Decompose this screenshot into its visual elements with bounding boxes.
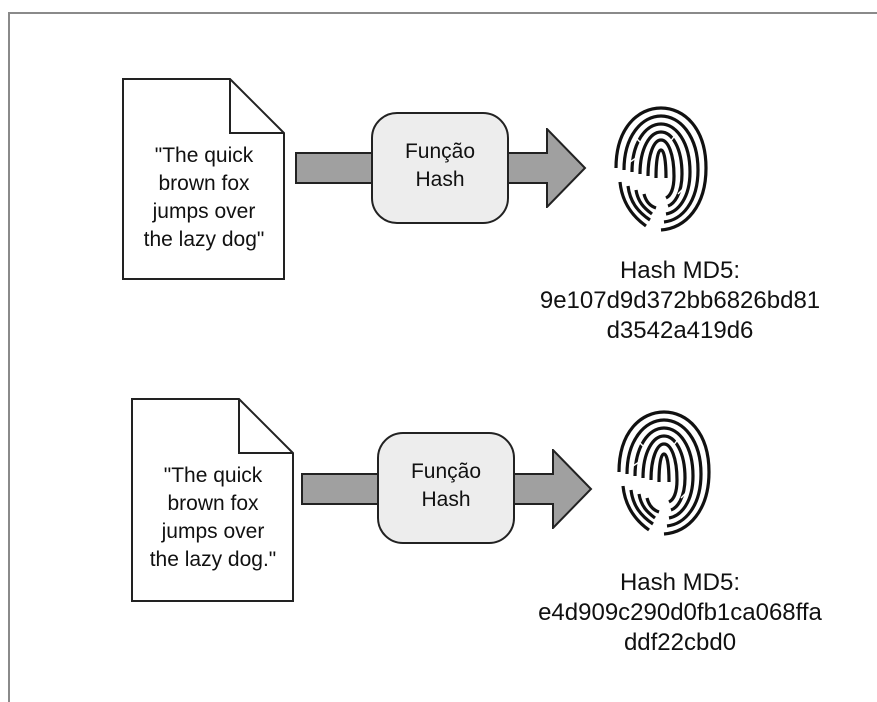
input-text: "The quick brown fox jumps over the lazy… [143,144,265,251]
hash-value-line-1: e4d909c290d0fb1ca068ffa [538,599,822,626]
frame-left-border [8,12,10,702]
hash-value-line-2: ddf22cbd0 [623,629,737,656]
hash-function-box: Função Hash [371,112,509,224]
hash-value-line-2: d3542a419d6 [606,317,754,344]
hash-function-label: Função Hash [410,460,482,511]
hash-result: Hash MD5: 9e107d9d372bb6826bd81 d3542a41… [500,256,860,346]
fingerprint-icon [614,106,708,232]
frame-top-border [8,12,877,14]
input-text: "The quick brown fox jumps over the lazy… [149,464,277,571]
hash-function-box: Função Hash [377,432,515,544]
hash-label: Hash MD5: [619,569,741,596]
hash-function-label: Função Hash [404,140,476,191]
document-icon [122,78,285,280]
hash-result: Hash MD5: e4d909c290d0fb1ca068ffa ddf22c… [500,568,860,658]
hash-diagram-1: "The quick brown fox jumps over the lazy… [0,0,877,344]
hash-diagram-2: "The quick brown fox jumps over the lazy… [0,318,877,656]
hash-label: Hash MD5: [619,257,741,284]
fingerprint-icon [617,410,711,536]
hash-value-line-1: 9e107d9d372bb6826bd81 [539,287,821,314]
document-icon [131,398,294,602]
